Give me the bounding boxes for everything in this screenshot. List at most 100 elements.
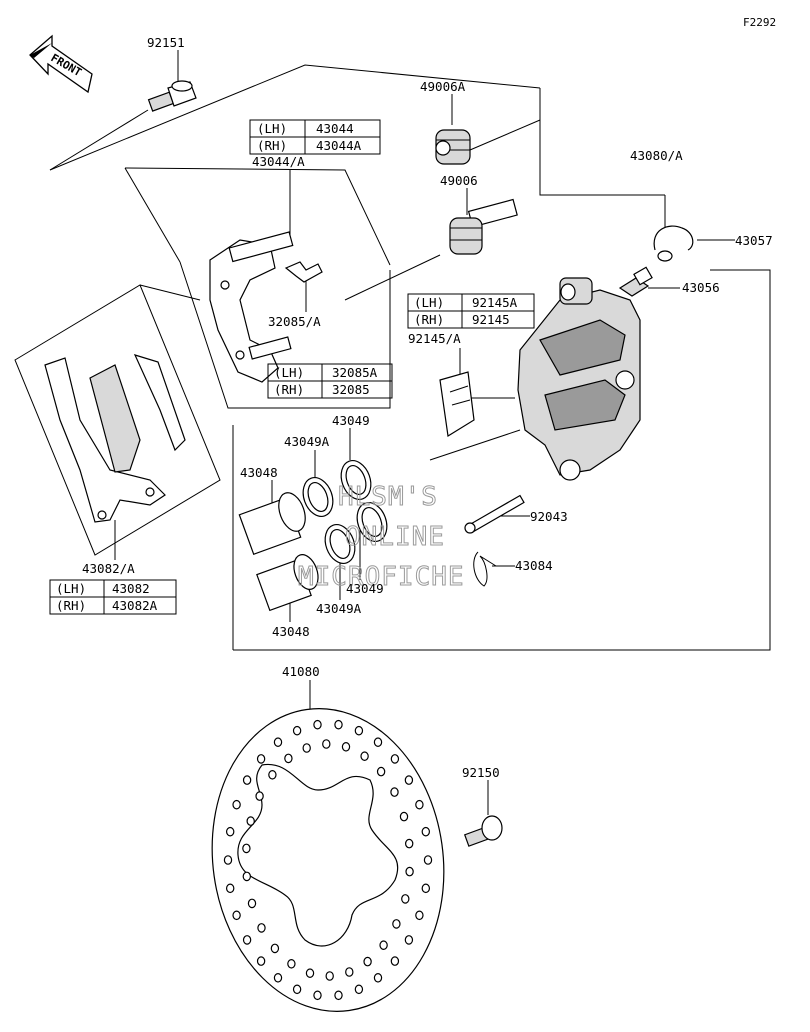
piston-43048-top-icon — [238, 492, 306, 556]
disc-hole — [268, 769, 277, 780]
disc-hole — [392, 919, 401, 929]
table-32085: (LH) 32085A (RH) 32085 — [267, 363, 393, 399]
label-32085A: 32085/A — [268, 314, 321, 329]
table-43082-part-rh: 43082A — [112, 598, 158, 613]
table-43044-side-lh: (LH) — [257, 121, 287, 136]
disc-hole — [302, 743, 311, 753]
seal-43049-bottom-icon — [356, 502, 388, 542]
assembly-outline-top — [539, 88, 665, 196]
disc-hole — [404, 935, 414, 945]
disc-hole — [292, 725, 302, 736]
disc-hole — [242, 843, 251, 854]
brake-disc-icon — [211, 708, 445, 1012]
table-43082: (LH) 43082 (RH) 43082A — [49, 579, 177, 615]
disc-hole — [376, 766, 386, 777]
disc-hole — [313, 990, 322, 1001]
disc-hole — [242, 871, 251, 882]
label-43049-top: 43049 — [332, 413, 370, 428]
disc-hole — [390, 754, 400, 764]
disc-hole — [325, 971, 334, 981]
disc-hole — [390, 787, 399, 797]
disc-hole — [225, 883, 235, 894]
label-43048-bottom: 43048 — [272, 624, 310, 639]
disc-hole — [256, 754, 266, 764]
label-43049A-top: 43049A — [284, 434, 330, 449]
disc-hole — [305, 968, 315, 978]
table-43082-part-lh: 43082 — [112, 581, 150, 596]
disc-hole — [225, 826, 235, 837]
label-43049A-bottom: 43049A — [316, 601, 362, 616]
bracket-box-top — [49, 64, 541, 171]
label-92151: 92151 — [147, 35, 185, 50]
disc-hole — [257, 923, 266, 933]
bracket-box-side — [124, 167, 181, 263]
disc-hole — [341, 741, 351, 752]
label-43084: 43084 — [515, 558, 553, 573]
bleeder-valve-43056-icon — [618, 266, 653, 297]
axis-line-2 — [429, 429, 521, 461]
label-49006A: 49006A — [420, 79, 466, 94]
label-43082A: 43082/A — [82, 561, 135, 576]
disc-hole — [373, 737, 383, 747]
seal-43049A-top-icon — [302, 477, 334, 517]
disc-hole — [423, 855, 433, 865]
disc-hole — [242, 935, 252, 945]
disc-hole — [246, 816, 255, 826]
caliper-body-icon — [517, 277, 641, 481]
pin-49006A-icon — [435, 129, 471, 165]
table-43044-side-rh: (RH) — [257, 138, 287, 153]
table-43044-part-lh: 43044 — [316, 121, 354, 136]
disc-hole — [284, 753, 293, 764]
bracket-box-inner — [124, 167, 391, 266]
disc-hole — [399, 811, 409, 822]
disc-hole — [270, 943, 280, 954]
clip-43084-icon — [473, 551, 497, 587]
label-43057: 43057 — [735, 233, 773, 248]
disc-hole — [360, 751, 369, 761]
bolt-92151-icon — [147, 80, 197, 112]
table-43044: (LH) 43044 (RH) 43044A — [249, 119, 381, 155]
table-92145-part-rh: 92145 — [472, 312, 510, 327]
label-49006: 49006 — [440, 173, 478, 188]
table-43082-side-rh: (RH) — [56, 598, 86, 613]
table-32085-part-lh: 32085A — [332, 365, 378, 380]
label-43049-bottom: 43049 — [346, 581, 384, 596]
watermark-line-3: MICROFICHE — [298, 562, 465, 592]
disc-hole — [401, 894, 410, 904]
table-32085-side-rh: (RH) — [274, 382, 304, 397]
disc-hole — [242, 775, 252, 785]
leader-92151-b — [49, 109, 149, 171]
disc-hole — [421, 883, 430, 894]
disc-hole — [313, 719, 322, 730]
label-92145A: 92145/A — [408, 331, 461, 346]
axis-line-1 — [344, 254, 441, 301]
seal-43049-top-icon — [340, 460, 372, 500]
disc-hole — [232, 799, 241, 810]
disc-hole — [247, 898, 257, 909]
label-41080: 41080 — [282, 664, 320, 679]
disc-hole — [354, 984, 364, 995]
table-92145: (LH) 92145A (RH) 92145 — [407, 293, 535, 329]
disc-hole — [334, 719, 343, 730]
disc-hole — [287, 958, 296, 969]
disc-hole — [256, 956, 266, 966]
disc-hole — [255, 791, 264, 801]
table-32085-side-lh: (LH) — [274, 365, 304, 380]
disc-hole — [373, 972, 383, 983]
axis-line-3 — [469, 119, 541, 151]
pad-box-link — [139, 284, 201, 301]
disc-hole — [292, 984, 302, 995]
label-43056: 43056 — [682, 280, 720, 295]
disc-hole — [390, 956, 400, 966]
disc-hole — [405, 866, 414, 877]
pin-49006-icon — [449, 198, 518, 255]
disc-hole — [421, 826, 430, 837]
bolt-92150-icon — [463, 815, 503, 847]
piston-43048-bottom-icon — [256, 554, 319, 612]
table-92145-part-lh: 92145A — [472, 295, 518, 310]
disc-hole — [415, 910, 424, 921]
disc-hole — [415, 799, 424, 810]
disc-hole — [273, 737, 283, 747]
